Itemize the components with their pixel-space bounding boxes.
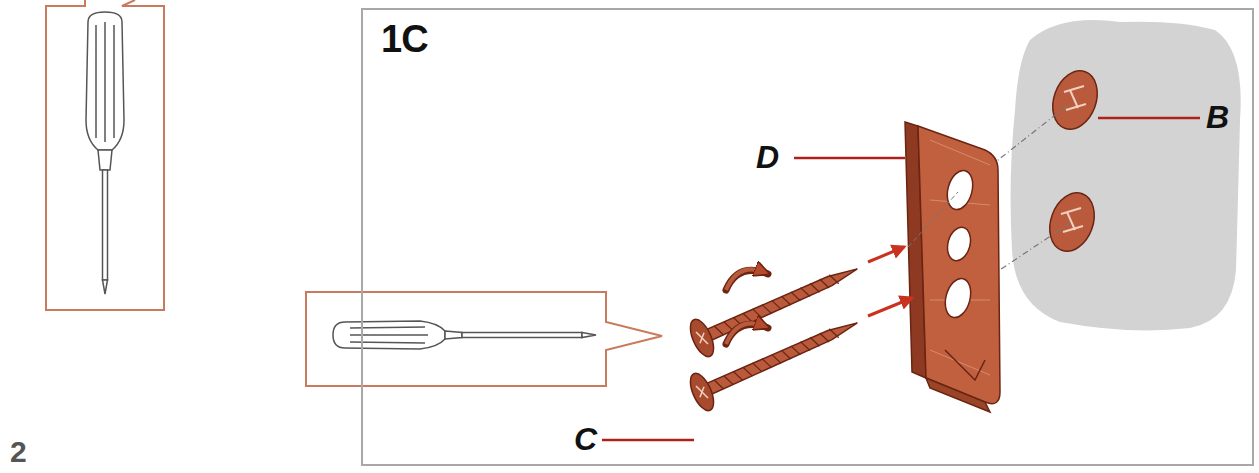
step-number: 1C <box>381 18 428 61</box>
step-number: 2 <box>8 437 29 467</box>
direction-arrow <box>868 192 958 316</box>
step-panel: 1C <box>361 8 1254 466</box>
wall <box>1011 20 1241 330</box>
bracket <box>905 122 1000 412</box>
screw <box>686 251 866 360</box>
screw <box>686 305 866 414</box>
part-letter: D <box>754 141 781 173</box>
tool-inset <box>306 292 662 386</box>
leader-line <box>602 118 1200 440</box>
part-letter: B <box>1204 101 1231 133</box>
tool-inset <box>46 0 164 310</box>
wall-anchor <box>1042 65 1105 258</box>
part-letter: C <box>572 423 599 455</box>
rotation-arrow <box>726 269 764 344</box>
